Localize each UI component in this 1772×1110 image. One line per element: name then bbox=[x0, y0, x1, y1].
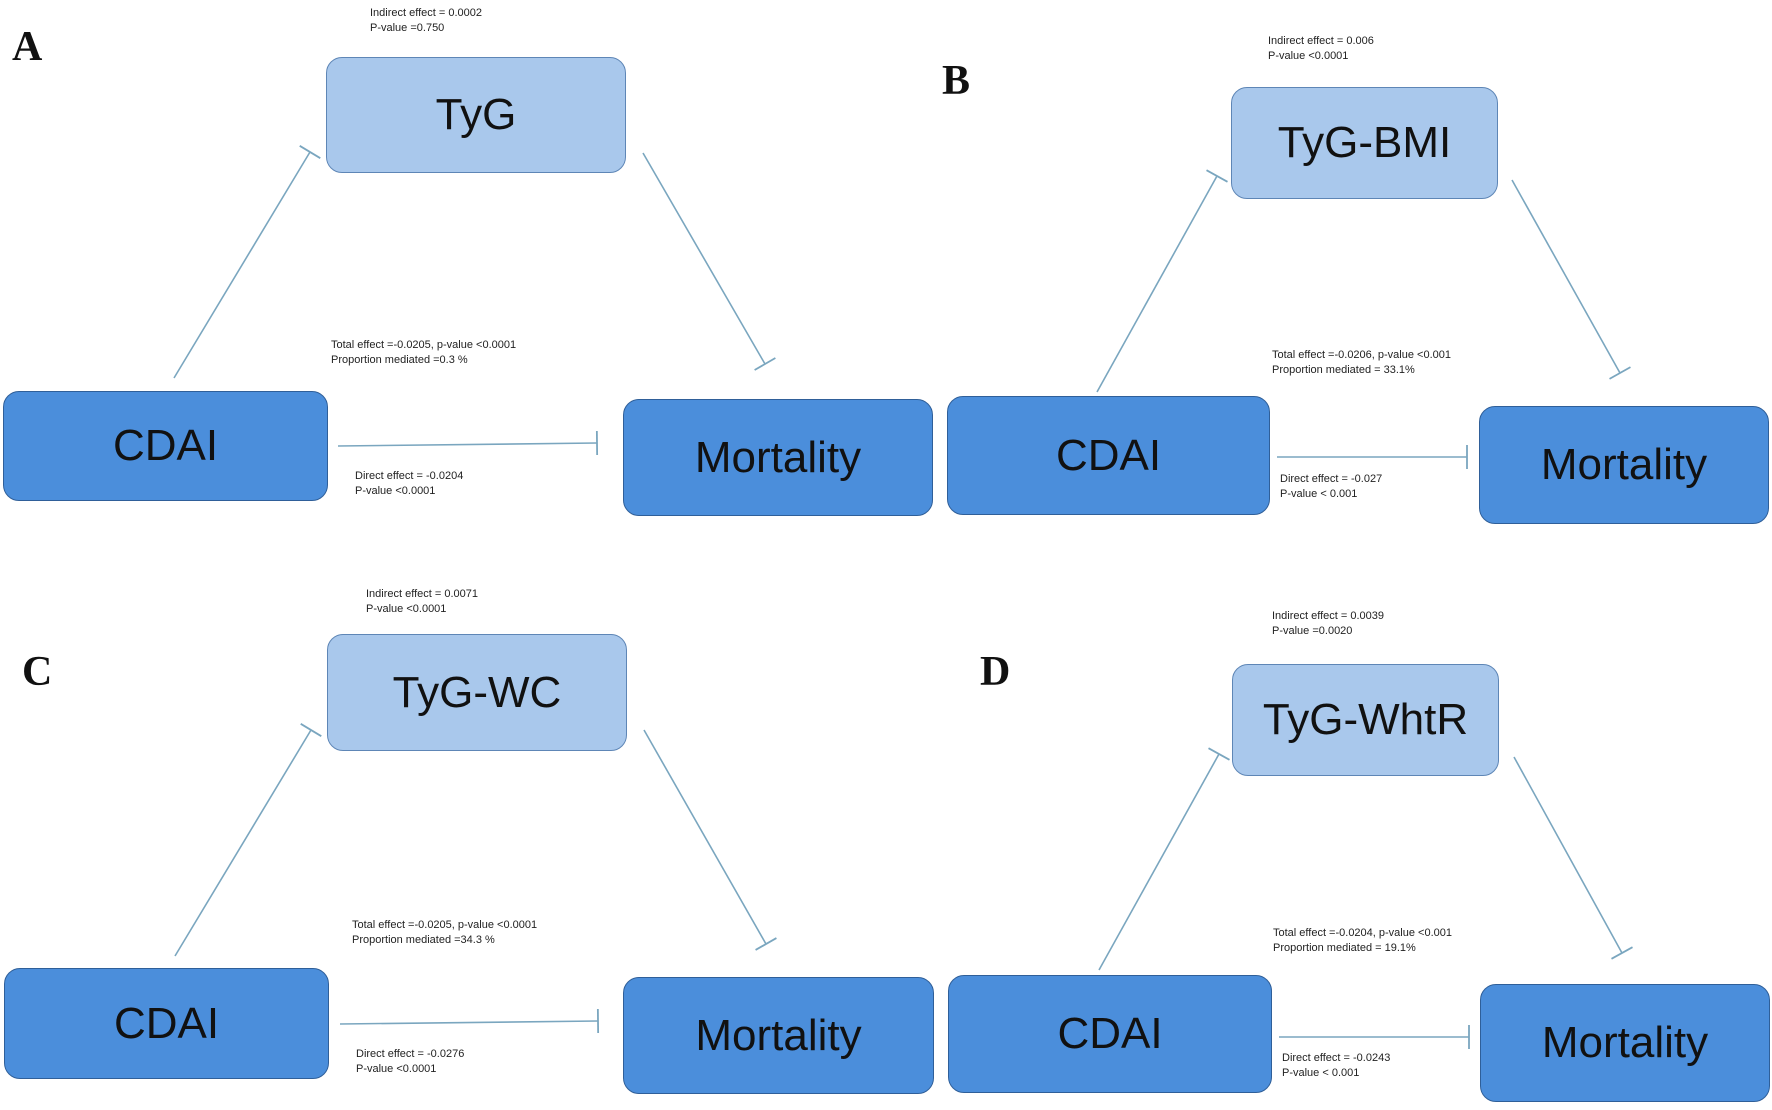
d-path-to-mediator bbox=[1098, 747, 1230, 971]
a-direct-path bbox=[337, 430, 599, 456]
mediator-box-d: TyG-WhtR bbox=[1232, 664, 1499, 776]
c-path-to-mediator-tick bbox=[300, 723, 322, 737]
a-path-to-mediator-tick bbox=[299, 145, 321, 159]
b-path-to-mediator bbox=[1096, 169, 1228, 393]
d-direct-path bbox=[1279, 1025, 1470, 1049]
d-path-to-outcome-tick bbox=[1611, 946, 1633, 960]
c-direct-path-line bbox=[339, 1020, 599, 1025]
exposure-box-b: CDAI bbox=[947, 396, 1270, 515]
c-path-to-mediator-line bbox=[174, 729, 312, 957]
a-path-to-outcome bbox=[642, 152, 776, 371]
outcome-box-d: Mortality bbox=[1480, 984, 1770, 1102]
exposure-box-a: CDAI bbox=[3, 391, 328, 501]
outcome-box-a: Mortality bbox=[623, 399, 933, 516]
mediator-box-b: TyG-BMI bbox=[1231, 87, 1498, 199]
b-path-to-outcome-tick bbox=[1609, 366, 1631, 380]
b-path-to-mediator-tick bbox=[1206, 169, 1228, 183]
mediator-box-a: TyG bbox=[326, 57, 626, 173]
c-path-to-outcome bbox=[643, 729, 777, 951]
d-path-to-mediator-line bbox=[1098, 753, 1220, 971]
panel-letter-d: D bbox=[980, 649, 1011, 695]
panel-letter-b: B bbox=[942, 58, 971, 104]
b-direct-path bbox=[1277, 445, 1468, 469]
panel-letter-a: A bbox=[12, 24, 43, 70]
a-direct-path-line bbox=[337, 442, 598, 447]
exposure-box-d: CDAI bbox=[948, 975, 1272, 1093]
b-path-to-outcome bbox=[1511, 179, 1631, 380]
d-path-to-mediator-tick bbox=[1208, 747, 1230, 761]
exposure-box-c: CDAI bbox=[4, 968, 329, 1079]
mediator-box-c: TyG-WC bbox=[327, 634, 627, 751]
a-path-to-outcome-tick bbox=[754, 357, 776, 371]
d-path-to-outcome-line bbox=[1513, 756, 1623, 954]
c-path-to-outcome-line bbox=[643, 729, 767, 945]
a-path-to-mediator-line bbox=[173, 151, 311, 379]
d-path-to-outcome bbox=[1513, 756, 1633, 960]
b-path-to-mediator-line bbox=[1096, 175, 1218, 393]
b-path-to-outcome-line bbox=[1511, 179, 1621, 374]
panel-letter-c: C bbox=[22, 649, 53, 695]
a-path-to-outcome-line bbox=[642, 152, 766, 365]
c-path-to-mediator bbox=[174, 723, 322, 957]
outcome-box-c: Mortality bbox=[623, 977, 934, 1094]
c-direct-path bbox=[339, 1008, 600, 1034]
c-path-to-outcome-tick bbox=[755, 937, 777, 951]
a-path-to-mediator bbox=[173, 145, 321, 379]
outcome-box-b: Mortality bbox=[1479, 406, 1769, 524]
